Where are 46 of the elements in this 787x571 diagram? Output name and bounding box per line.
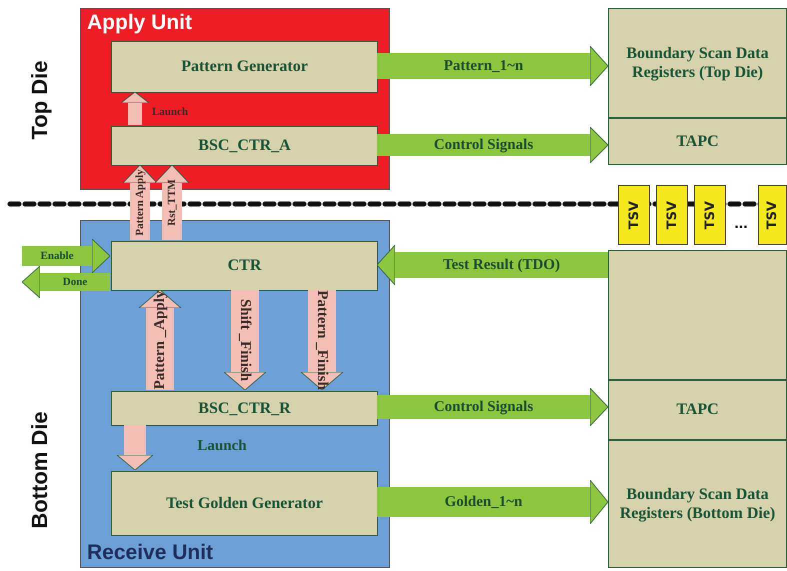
- block-label: Pattern Generator: [180, 57, 309, 77]
- block-box: [111, 126, 378, 166]
- die-label: Top Die: [27, 60, 53, 140]
- block-label: TAPC: [675, 400, 720, 420]
- tsv-label: TSV: [626, 200, 642, 230]
- tapc-box: [608, 118, 787, 165]
- edge-label: Test Result (TDO): [443, 257, 560, 273]
- tsv-box: [656, 185, 688, 245]
- tapc-box: [608, 380, 787, 440]
- block-label: BSC_CTR_R: [197, 398, 292, 418]
- block-label: Boundary Scan Data Registers (Top Die): [625, 44, 770, 82]
- edge-label: Rst_TTM: [166, 179, 178, 226]
- register-box: [608, 250, 787, 380]
- edge-label: Pattern Apply: [134, 169, 146, 236]
- tsv-label: TSV: [702, 200, 718, 230]
- block-box: [111, 241, 378, 291]
- tsv-box: [618, 185, 650, 245]
- block-label: Boundary Scan Data Registers (Bottom Die): [618, 484, 776, 524]
- tsv-label: TSV: [765, 200, 780, 230]
- edge-label: Golden_1~n: [444, 494, 522, 510]
- edge-label: Shift _Finish: [237, 298, 253, 382]
- register-box: [608, 440, 787, 568]
- die-label: Bottom Die: [27, 411, 53, 529]
- ellipsis-label: ...: [734, 215, 748, 233]
- edge-label: Control Signals: [434, 399, 534, 415]
- edge-label: Launch: [152, 106, 188, 118]
- edge-label: Control Signals: [434, 137, 534, 153]
- block-box: [111, 391, 378, 426]
- edge-label: Pattern_1~n: [444, 58, 524, 74]
- tsv-box: [758, 185, 787, 245]
- block-box: [111, 471, 378, 536]
- edge-label: Launch: [197, 438, 247, 454]
- block-label: TAPC: [675, 132, 720, 152]
- unit-title: Receive Unit: [87, 541, 214, 565]
- tsv-box: [694, 185, 726, 245]
- block-box: [111, 41, 378, 93]
- edge-label: Pattern _Finish: [314, 290, 330, 390]
- tsv-label: TSV: [664, 200, 680, 230]
- block-label: Test Golden Generator: [165, 494, 324, 514]
- block-label: BSC_CTR_A: [197, 136, 292, 156]
- block-label: CTR: [226, 256, 262, 276]
- unit-title: Apply Unit: [87, 11, 192, 35]
- edge-label: Done: [62, 276, 88, 288]
- edge-label: Pattern _Apply: [152, 290, 168, 390]
- register-box: [608, 8, 787, 118]
- edge-label: Enable: [40, 250, 74, 262]
